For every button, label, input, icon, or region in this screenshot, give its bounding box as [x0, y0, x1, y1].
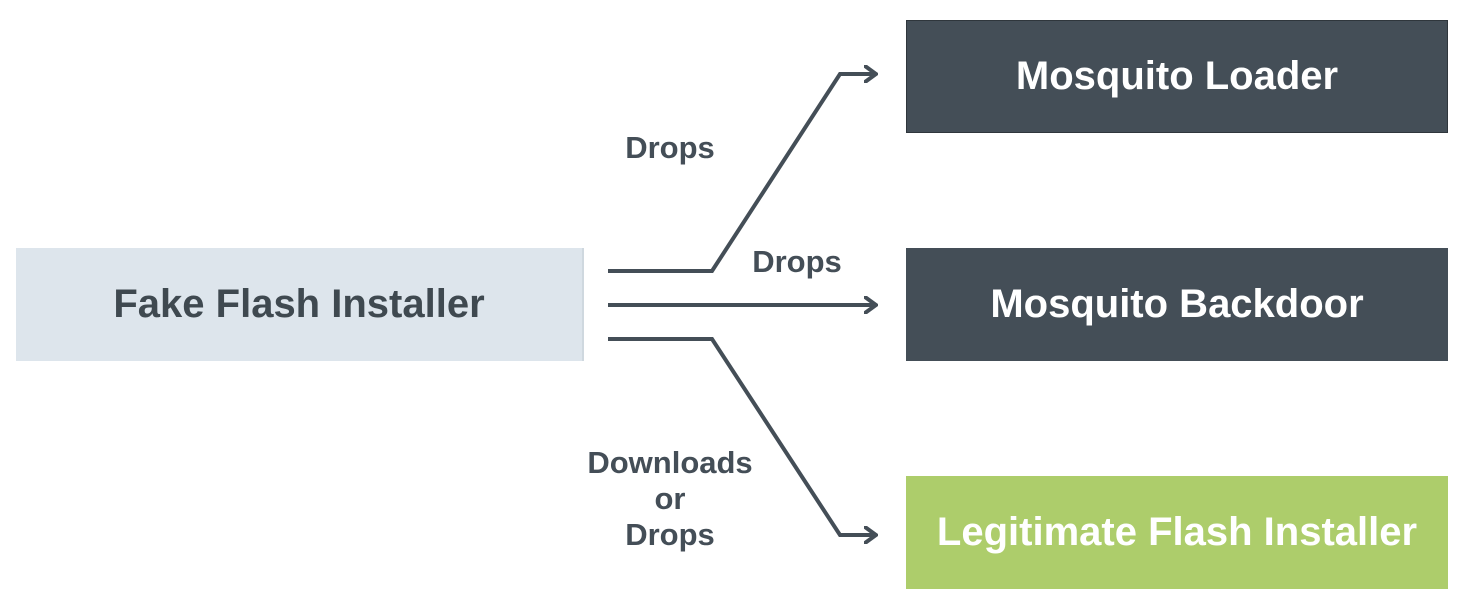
- target-node-label: Mosquito Loader: [1015, 54, 1339, 98]
- target-node-label: Legitimate Flash Installer: [936, 510, 1418, 554]
- target-node-legitimate-flash-installer: Legitimate Flash Installer: [906, 476, 1448, 589]
- edge-label-line: Downloads: [587, 445, 753, 480]
- source-node-fake-flash-installer: Fake Flash Installer: [16, 248, 584, 361]
- edge-to-loader: [608, 74, 876, 273]
- target-node-label: Mosquito Backdoor: [990, 282, 1364, 326]
- edge-label-downloads-or-drops: Downloads or Drops: [570, 445, 770, 553]
- target-node-mosquito-loader: Mosquito Loader: [906, 20, 1448, 133]
- source-node-label: Fake Flash Installer: [113, 282, 485, 326]
- edge-label-drops-backdoor: Drops: [752, 244, 842, 279]
- edge-to-legit: [608, 337, 876, 535]
- target-node-mosquito-backdoor: Mosquito Backdoor: [906, 248, 1448, 361]
- edge-label-line: Drops: [625, 517, 715, 552]
- edge-label-line: or: [654, 481, 686, 516]
- edge-label-drops-loader: Drops: [625, 130, 715, 165]
